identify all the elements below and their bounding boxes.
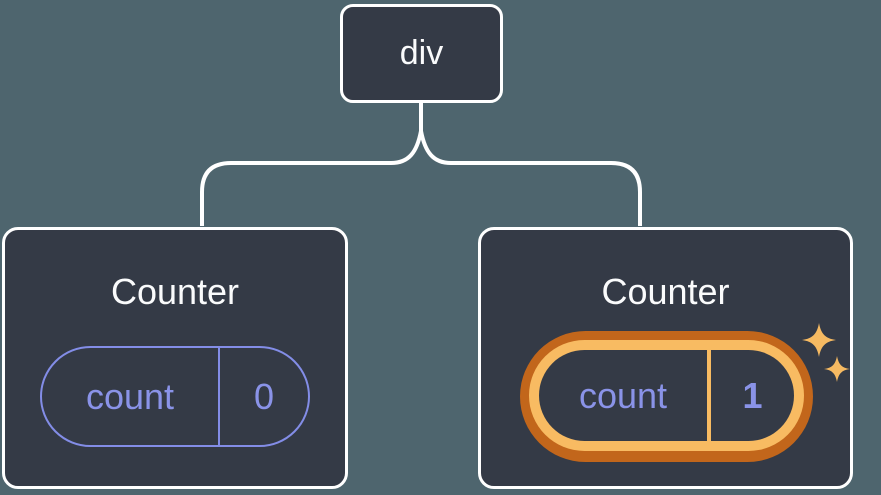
state-pill-divider: [707, 350, 711, 441]
state-pill-divider: [218, 348, 220, 445]
sparkle-small: [824, 356, 850, 382]
connector-left-branch: [200, 101, 423, 226]
state-pill-highlight-ring: count 1: [520, 331, 813, 462]
sparkle-large: [802, 323, 836, 357]
state-pill-right: count 1: [539, 350, 794, 441]
div-node-label: div: [399, 34, 444, 72]
connector-right-branch: [419, 101, 642, 226]
counter-right-title: Counter: [601, 271, 730, 312]
state-key-label: count: [85, 375, 175, 417]
state-value: 0: [253, 375, 275, 417]
state-pill-highlight-inner-ring: count 1: [529, 340, 804, 451]
tree-node-counter-right: Counter count 1: [478, 227, 853, 489]
state-key-label: count: [578, 374, 668, 416]
state-pill-left: count 0: [40, 346, 310, 447]
state-value: 1: [742, 374, 763, 416]
tree-node-div: div: [340, 4, 503, 103]
tree-node-counter-left: Counter count 0: [2, 227, 348, 489]
counter-left-title: Counter: [110, 271, 240, 312]
